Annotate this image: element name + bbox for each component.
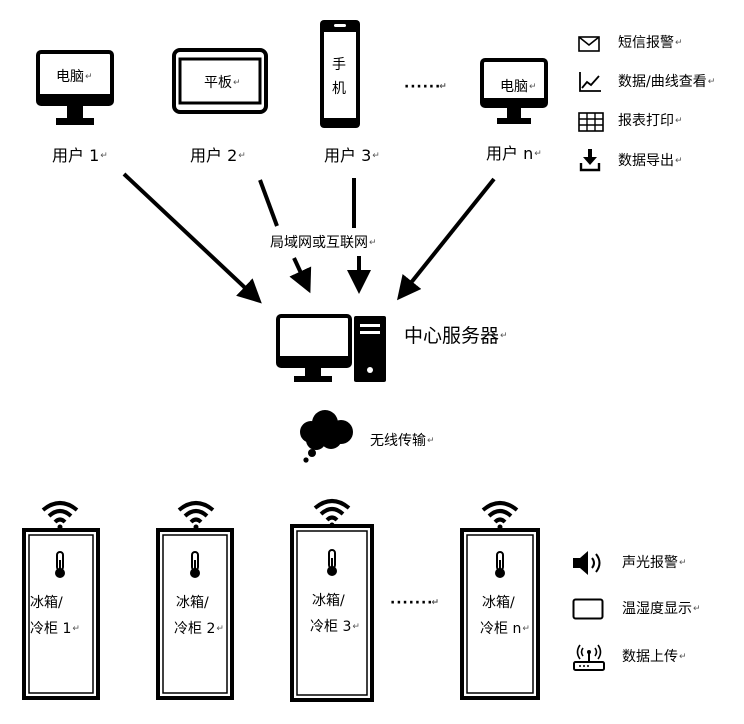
- phone-icon: [320, 20, 360, 128]
- user-ellipsis: · · · · · ·↵: [404, 79, 447, 95]
- download-icon: [579, 149, 601, 172]
- user2-label: 用户 2↵: [190, 146, 246, 165]
- envelope-icon: [578, 36, 600, 52]
- device-label-line2: 机: [332, 81, 346, 97]
- device-label: 电脑↵: [500, 79, 537, 95]
- thermometer-icon: [55, 551, 65, 578]
- thermometer-icon: [190, 551, 200, 578]
- table-icon: [578, 112, 604, 132]
- arrow-user2-to-server-lower: [289, 257, 312, 294]
- wifi-icon: [177, 501, 215, 530]
- user1-computer: 电脑↵: [36, 50, 116, 134]
- router-icon: [573, 644, 605, 671]
- line-chart-icon: [579, 72, 601, 92]
- speaker-icon: [573, 551, 601, 575]
- thermometer-icon: [327, 549, 337, 576]
- device-label: 平板↵: [204, 75, 241, 91]
- wireless-label: 无线传输↵: [370, 433, 435, 449]
- monitor-icon: [36, 50, 114, 125]
- arrow-usern-to-server: [397, 177, 496, 301]
- user2-tablet: 平板↵: [172, 48, 270, 116]
- server-icon: [276, 314, 386, 382]
- device-label: 电脑↵: [56, 69, 93, 85]
- display-icon: [572, 598, 604, 620]
- fridge-ellipsis: · · · · · · ·↵: [390, 595, 439, 611]
- central-server: [276, 314, 392, 384]
- wifi-icon: [481, 501, 519, 530]
- arrow-user1-to-server: [122, 172, 262, 304]
- server-label: 中心服务器↵: [404, 325, 508, 347]
- user3-label: 用户 3↵: [324, 146, 380, 165]
- user3-phone: 手 机: [318, 18, 362, 130]
- thermometer-icon: [495, 551, 505, 578]
- usern-label: 用户 n↵: [486, 144, 542, 163]
- usern-computer: 电脑↵: [480, 58, 550, 132]
- arrow-user2-to-server: [258, 179, 279, 227]
- wifi-icon: [41, 501, 79, 530]
- user1-label: 用户 1↵: [52, 146, 108, 165]
- tablet-icon: [172, 48, 268, 114]
- device-label-line1: 手: [332, 57, 346, 73]
- cloud-icon: [300, 410, 353, 463]
- network-label: 局域网或互联网↵: [270, 235, 377, 251]
- monitor-icon: [480, 58, 548, 124]
